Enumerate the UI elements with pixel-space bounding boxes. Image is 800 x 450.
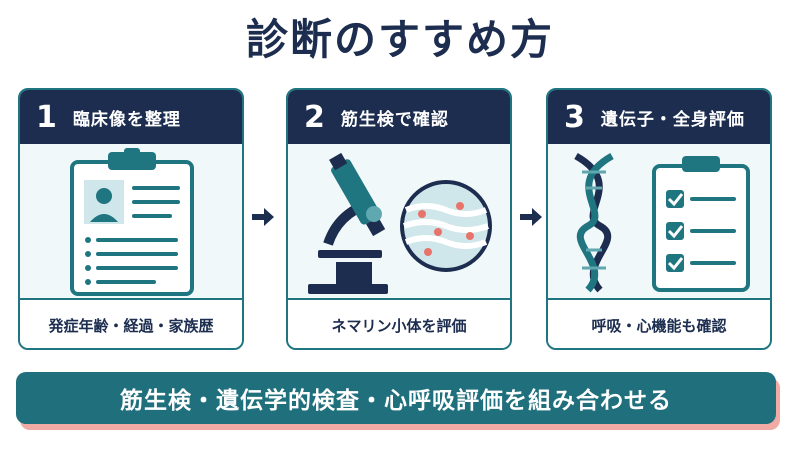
step-header-3: 3 遺伝子・全身評価 bbox=[548, 90, 770, 144]
step-caption-2: ネマリン小体を評価 bbox=[288, 300, 510, 348]
step-number-1: 1 bbox=[36, 99, 57, 135]
step-caption-3: 呼吸・心機能も確認 bbox=[548, 300, 770, 348]
step-card-3: 3 遺伝子・全身評価 呼吸・心機能も確認 bbox=[546, 88, 772, 350]
step-illustration-3 bbox=[548, 144, 770, 300]
step-title-3: 遺伝子・全身評価 bbox=[600, 109, 745, 130]
arrow-right-icon bbox=[520, 208, 542, 226]
step-title-2: 筋生検で確認 bbox=[340, 109, 449, 130]
step-number-3: 3 bbox=[564, 99, 585, 135]
step-caption-1: 発症年齢・経過・家族歴 bbox=[20, 300, 242, 348]
step-card-1: 1 臨床像を整理 発症年齢・経過・家族歴 bbox=[18, 88, 244, 350]
step-illustration-2 bbox=[288, 144, 510, 300]
page-title: 診断のすすめ方 bbox=[245, 15, 554, 64]
step-number-2: 2 bbox=[304, 99, 325, 135]
step-card-2: 2 筋生検で確認 ネマリン小体を評価 bbox=[286, 88, 512, 350]
summary-banner: 筋生検・遺伝学的検査・心呼吸評価を組み合わせる bbox=[16, 372, 776, 424]
microscope-icon bbox=[308, 152, 492, 294]
step-header-1: 1 臨床像を整理 bbox=[20, 90, 242, 144]
step-illustration-1 bbox=[20, 144, 242, 300]
arrow-right-icon bbox=[252, 208, 274, 226]
dna-checklist-icon bbox=[574, 152, 750, 293]
clipboard-profile-icon bbox=[70, 148, 194, 296]
step-header-2: 2 筋生検で確認 bbox=[288, 90, 510, 144]
step-title-1: 臨床像を整理 bbox=[72, 109, 181, 130]
